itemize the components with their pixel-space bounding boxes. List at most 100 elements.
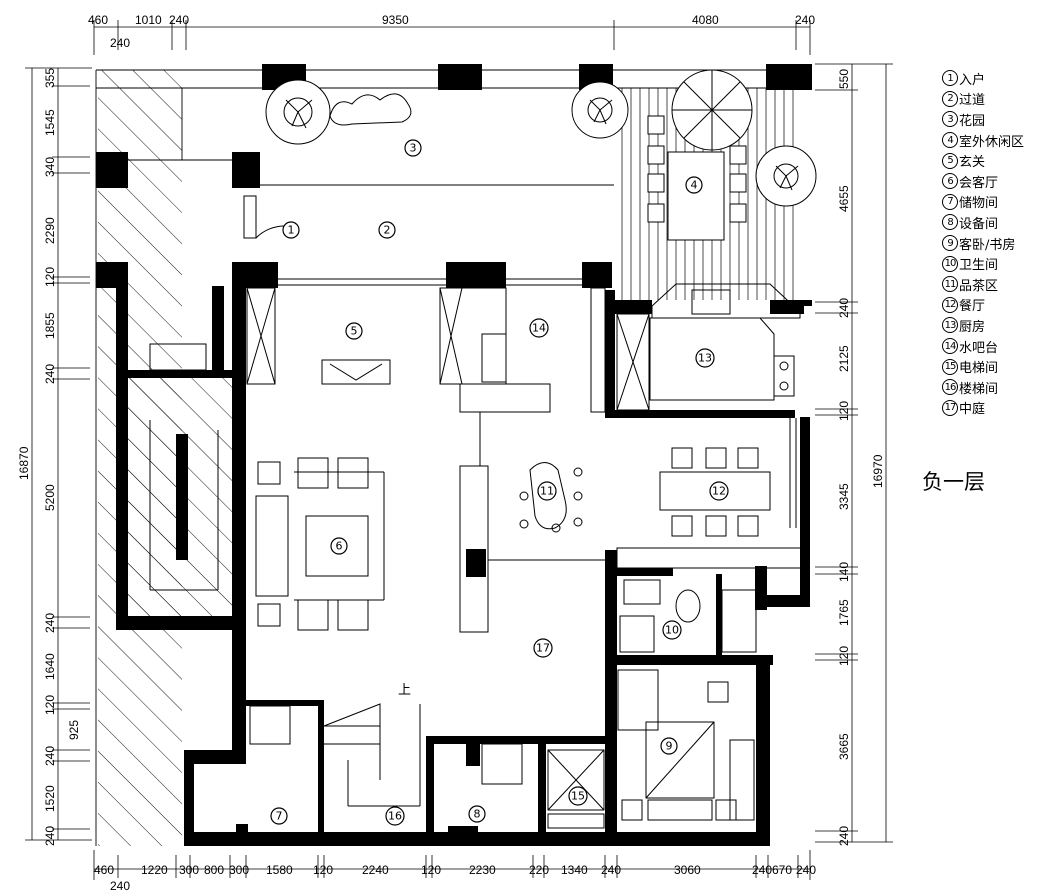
dim-label: 240	[43, 746, 57, 766]
room-marker-4: 4	[685, 176, 703, 194]
room-marker-7: 7	[270, 807, 288, 825]
left-dimension-labels: 355 1545 340 2290 120 1855 240 5200 240 …	[17, 68, 81, 846]
legend-label: 室外休闲区	[959, 134, 1025, 150]
top-dimensions	[93, 20, 811, 55]
room-marker-17: 17	[533, 638, 553, 658]
legend-label: 花园	[959, 113, 986, 129]
legend-label: 卫生间	[959, 258, 999, 274]
room-marker-15: 15	[568, 786, 588, 806]
dim-label: 460	[94, 863, 114, 877]
legend-number: 2	[942, 90, 958, 107]
dim-label: 800	[204, 863, 224, 877]
right-dimension-labels: 550 4655 240 2125 120 3345 140 1765 120 …	[837, 69, 885, 846]
dim-label: 4655	[837, 185, 851, 212]
legend-number: 11	[942, 276, 958, 293]
dim-label: 9350	[382, 13, 409, 27]
dim-label: 240	[169, 13, 189, 27]
dim-label: 16870	[17, 446, 31, 480]
dim-label: 120	[43, 267, 57, 287]
dim-label: 460	[88, 13, 108, 27]
room-marker-16: 16	[385, 806, 405, 826]
room-marker-9: 9	[660, 737, 678, 755]
room-marker-label: 17	[536, 642, 550, 655]
dim-label: 2125	[837, 345, 851, 372]
legend-label: 设备间	[959, 216, 999, 232]
dim-label: 1220	[141, 863, 168, 877]
room-marker-3: 3	[404, 139, 422, 157]
dim-label: 550	[837, 69, 851, 89]
dim-label: 1340	[561, 863, 588, 877]
right-dimensions	[815, 63, 893, 843]
dim-label: 925	[67, 720, 81, 740]
dim-label: 1580	[266, 863, 293, 877]
interior-lines	[149, 115, 802, 829]
legend-label: 会客厅	[959, 175, 999, 191]
dim-label: 2290	[43, 217, 57, 244]
dim-label: 120	[837, 401, 851, 421]
room-marker-11: 11	[537, 481, 557, 501]
room-marker-label: 6	[336, 540, 343, 553]
bottom-dimension-labels: 460 1220 300 800 300 1580 120 2240 120 2…	[94, 863, 816, 892]
dim-label: 3665	[837, 733, 851, 760]
legend-number: 3	[942, 111, 958, 128]
legend-label: 厨房	[959, 319, 986, 335]
dim-label: 240	[752, 863, 772, 877]
room-marker-label: 2	[384, 224, 391, 237]
legend-number: 17	[942, 399, 958, 416]
dim-label: 120	[43, 695, 57, 715]
dim-label: 120	[837, 646, 851, 666]
dim-label: 3345	[837, 483, 851, 510]
dim-label: 240	[837, 826, 851, 846]
dim-label: 220	[529, 863, 549, 877]
dim-label: 1640	[43, 653, 57, 680]
room-marker-label: 12	[712, 485, 726, 498]
dim-label: 16970	[871, 454, 885, 488]
dim-label: 1765	[837, 599, 851, 626]
dim-label: 140	[837, 562, 851, 582]
room-marker-2: 2	[378, 221, 396, 239]
legend-label: 品茶区	[959, 278, 999, 294]
room-marker-5: 5	[345, 322, 363, 340]
tree-icon	[755, 145, 817, 207]
room-marker-label: 7	[276, 810, 283, 823]
dim-label: 1520	[43, 785, 57, 812]
bottom-dimensions	[93, 850, 811, 880]
legend-number: 5	[942, 152, 958, 169]
legend-number: 14	[942, 338, 958, 355]
dim-label: 240	[110, 879, 130, 892]
room-marker-1: 1	[282, 221, 300, 239]
legend-number: 9	[942, 235, 958, 252]
legend-label: 入户	[959, 72, 986, 88]
room-marker-6: 6	[330, 537, 348, 555]
room-marker-label: 13	[698, 352, 712, 365]
room-marker-label: 5	[351, 325, 358, 338]
legend-number: 4	[942, 132, 958, 149]
dim-label: 300	[229, 863, 249, 877]
dim-label: 4080	[692, 13, 719, 27]
legend-number: 1	[942, 70, 958, 87]
room-marker-label: 15	[571, 790, 585, 803]
legend-label: 楼梯间	[959, 381, 999, 397]
legend-label: 客卧/书房	[959, 237, 1016, 253]
legend-label: 电梯间	[959, 361, 999, 377]
legend-number: 7	[942, 193, 958, 210]
tree-icon	[265, 79, 331, 145]
shrub-icon	[329, 93, 412, 126]
legend-label: 过道	[959, 93, 986, 109]
